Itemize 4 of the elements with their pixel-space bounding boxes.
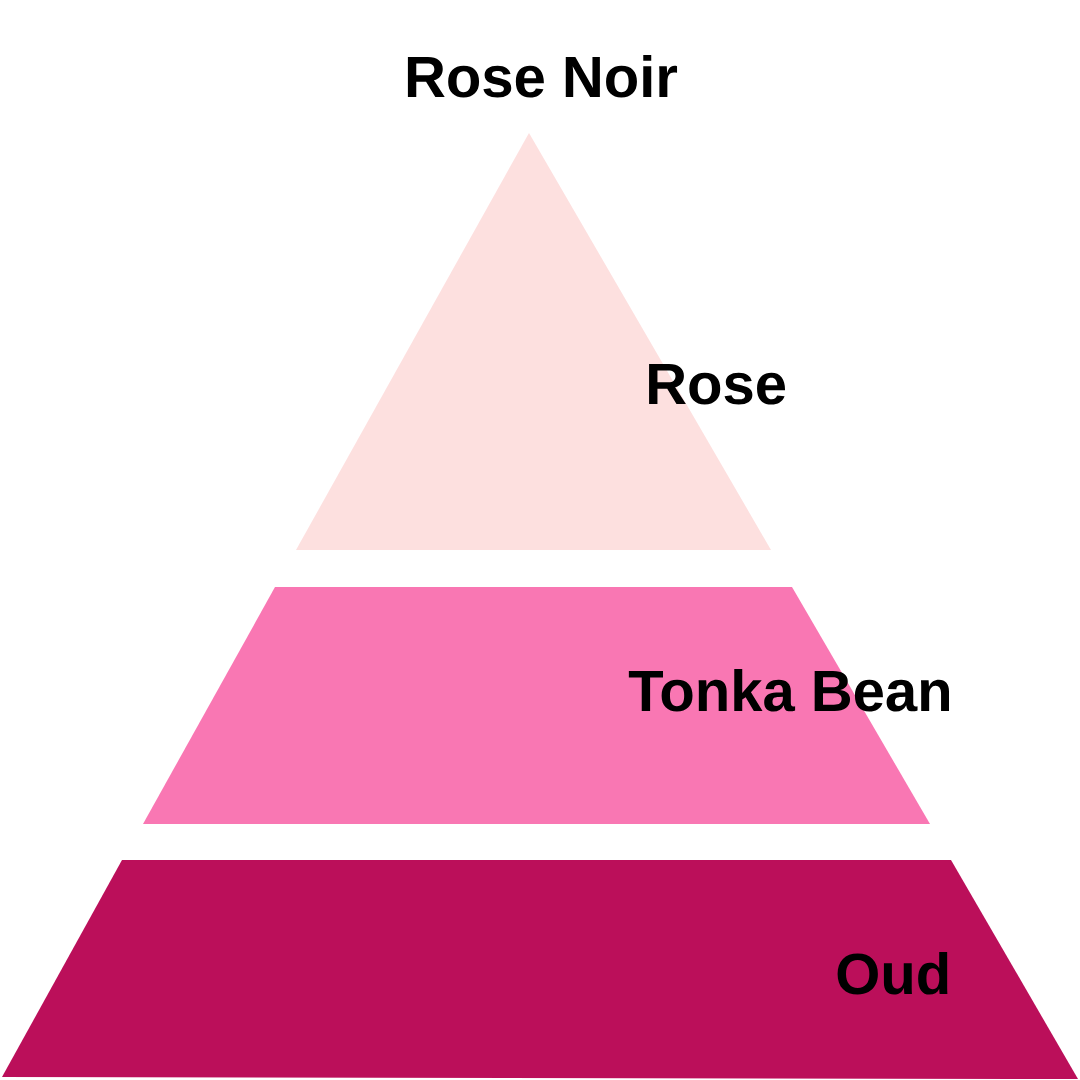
pyramid-tier: Rose: [296, 133, 786, 550]
pyramid-tier: Oud: [2, 860, 1078, 1079]
title: Rose Noir: [407, 54, 678, 98]
pyramid-tier: Tonka Bean: [143, 587, 949, 824]
